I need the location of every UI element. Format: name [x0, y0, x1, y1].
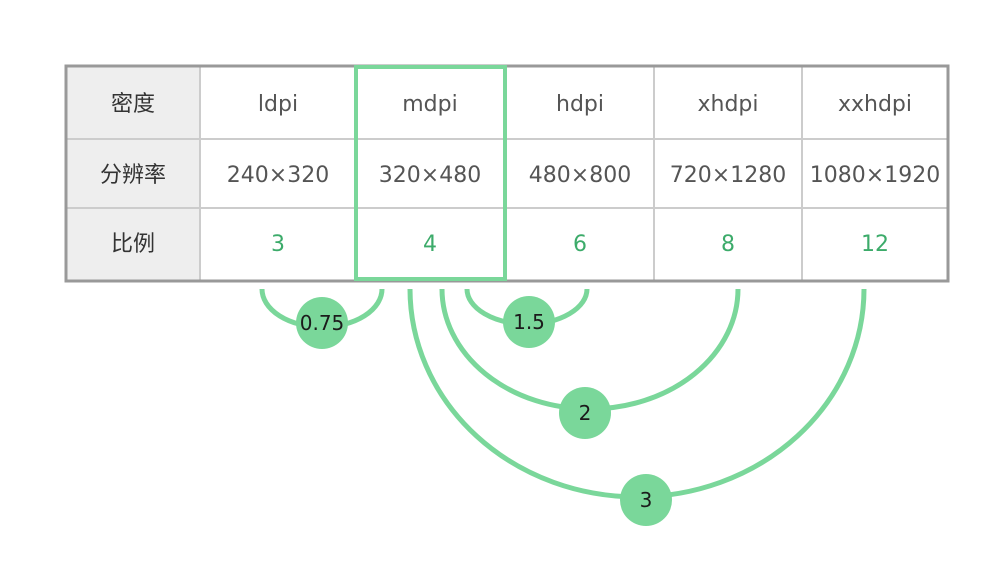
row-header-ratio: 比例	[111, 232, 155, 257]
ratio-cell: 12	[861, 232, 889, 257]
row-header-column	[66, 66, 200, 281]
badge-label: 1.5	[513, 310, 545, 334]
badge-0-75: 0.75	[296, 297, 348, 349]
ratio-cell: 8	[721, 232, 735, 257]
badge-label: 2	[579, 401, 592, 425]
density-cell: xxhdpi	[838, 92, 912, 117]
arc-mdpi-xxhdpi	[407, 288, 867, 500]
density-table: 密度 分辨率 比例 ldpi mdpi hdpi xhdpi xxhdpi 24…	[64, 64, 950, 283]
badge-label: 3	[640, 488, 653, 512]
badge-2: 2	[559, 387, 611, 439]
density-cell: ldpi	[258, 92, 298, 117]
row-header-resolution: 分辨率	[100, 163, 166, 188]
badge-label: 0.75	[300, 311, 345, 335]
density-cell: xhdpi	[697, 92, 758, 117]
row-header-density: 密度	[111, 92, 155, 117]
resolution-cell: 720×1280	[670, 163, 786, 188]
badge-3: 3	[620, 474, 672, 526]
density-cell: mdpi	[402, 92, 457, 117]
resolution-cell: 1080×1920	[810, 163, 940, 188]
resolution-cell: 240×320	[227, 163, 329, 188]
density-cell: hdpi	[556, 92, 604, 117]
ratio-cell: 6	[573, 232, 587, 257]
resolution-cell: 320×480	[379, 163, 481, 188]
relation-arcs	[259, 288, 867, 500]
factor-badges: 0.75 1.5 2 3	[296, 296, 672, 526]
ratio-cell: 4	[423, 232, 437, 257]
table-body	[200, 66, 948, 281]
ratio-cell: 3	[271, 232, 285, 257]
resolution-cell: 480×800	[529, 163, 631, 188]
badge-1-5: 1.5	[503, 296, 555, 348]
highlight-mdpi-column	[354, 65, 507, 281]
